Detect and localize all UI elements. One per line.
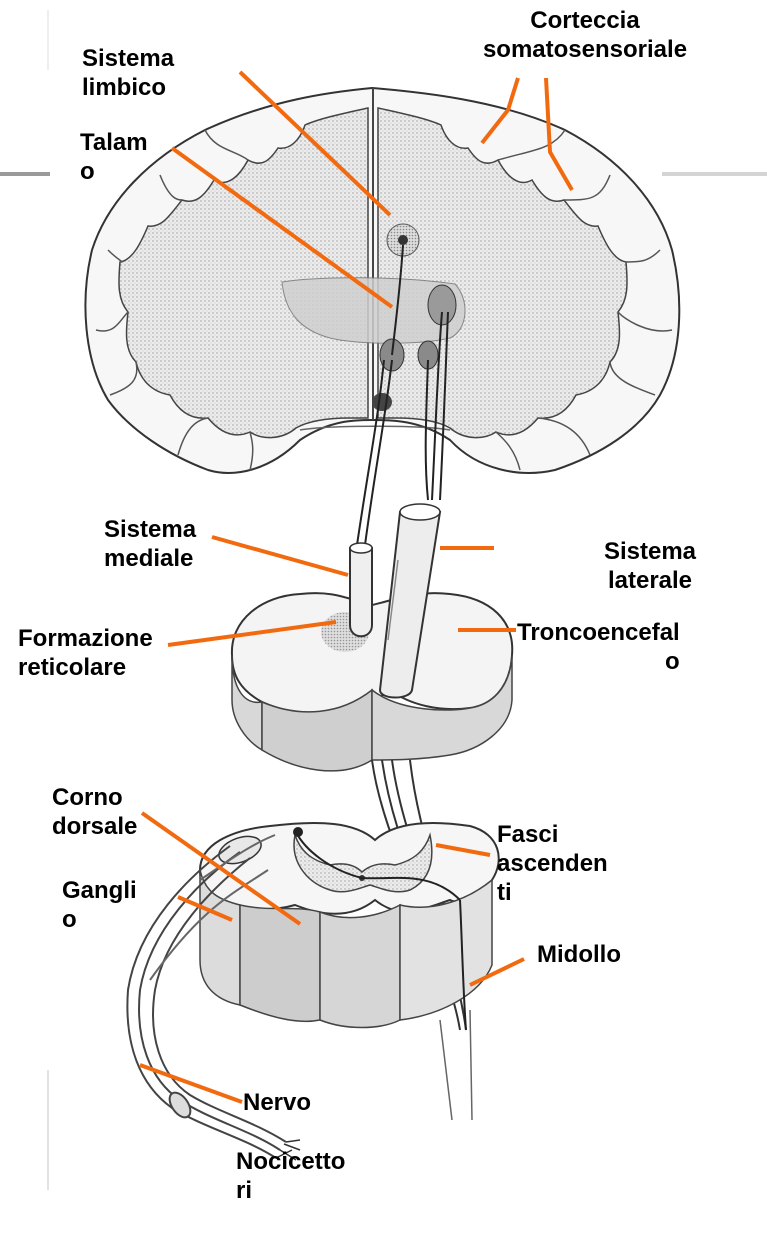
brain-coronal-section <box>85 88 679 473</box>
label-corteccia-somatosensoriale: Corteccia somatosensoriale <box>440 6 730 64</box>
slide-bar-right <box>662 172 767 176</box>
label-talamo: Talam o <box>80 128 148 186</box>
slide-bar-left <box>0 172 50 176</box>
label-midollo: Midollo <box>537 940 621 969</box>
label-formazione-reticolare: Formazione reticolare <box>18 624 153 682</box>
brainstem <box>232 504 512 771</box>
label-nocicettori: Nocicetto ri <box>236 1147 345 1205</box>
label-sistema-mediale: Sistema mediale <box>104 515 196 573</box>
label-fasci-ascendenti: Fasci ascenden ti <box>497 820 608 907</box>
slide-left-rule <box>47 1070 49 1190</box>
label-ganglio: Gangli o <box>62 876 137 934</box>
label-troncoencefalo: Troncoencefal o <box>517 618 680 676</box>
slide-left-rule-top <box>47 10 49 70</box>
label-sistema-limbico: Sistema limbico <box>82 44 174 102</box>
label-corno-dorsale: Corno dorsale <box>52 783 137 841</box>
medial-system-tract <box>350 548 372 636</box>
label-nervo: Nervo <box>243 1088 311 1117</box>
spinal-cord-segment <box>200 823 499 1120</box>
leader-sistema-mediale <box>212 537 348 575</box>
hypothalamic-nucleus <box>372 393 392 411</box>
label-sistema-laterale: Sistema laterale <box>580 537 720 595</box>
